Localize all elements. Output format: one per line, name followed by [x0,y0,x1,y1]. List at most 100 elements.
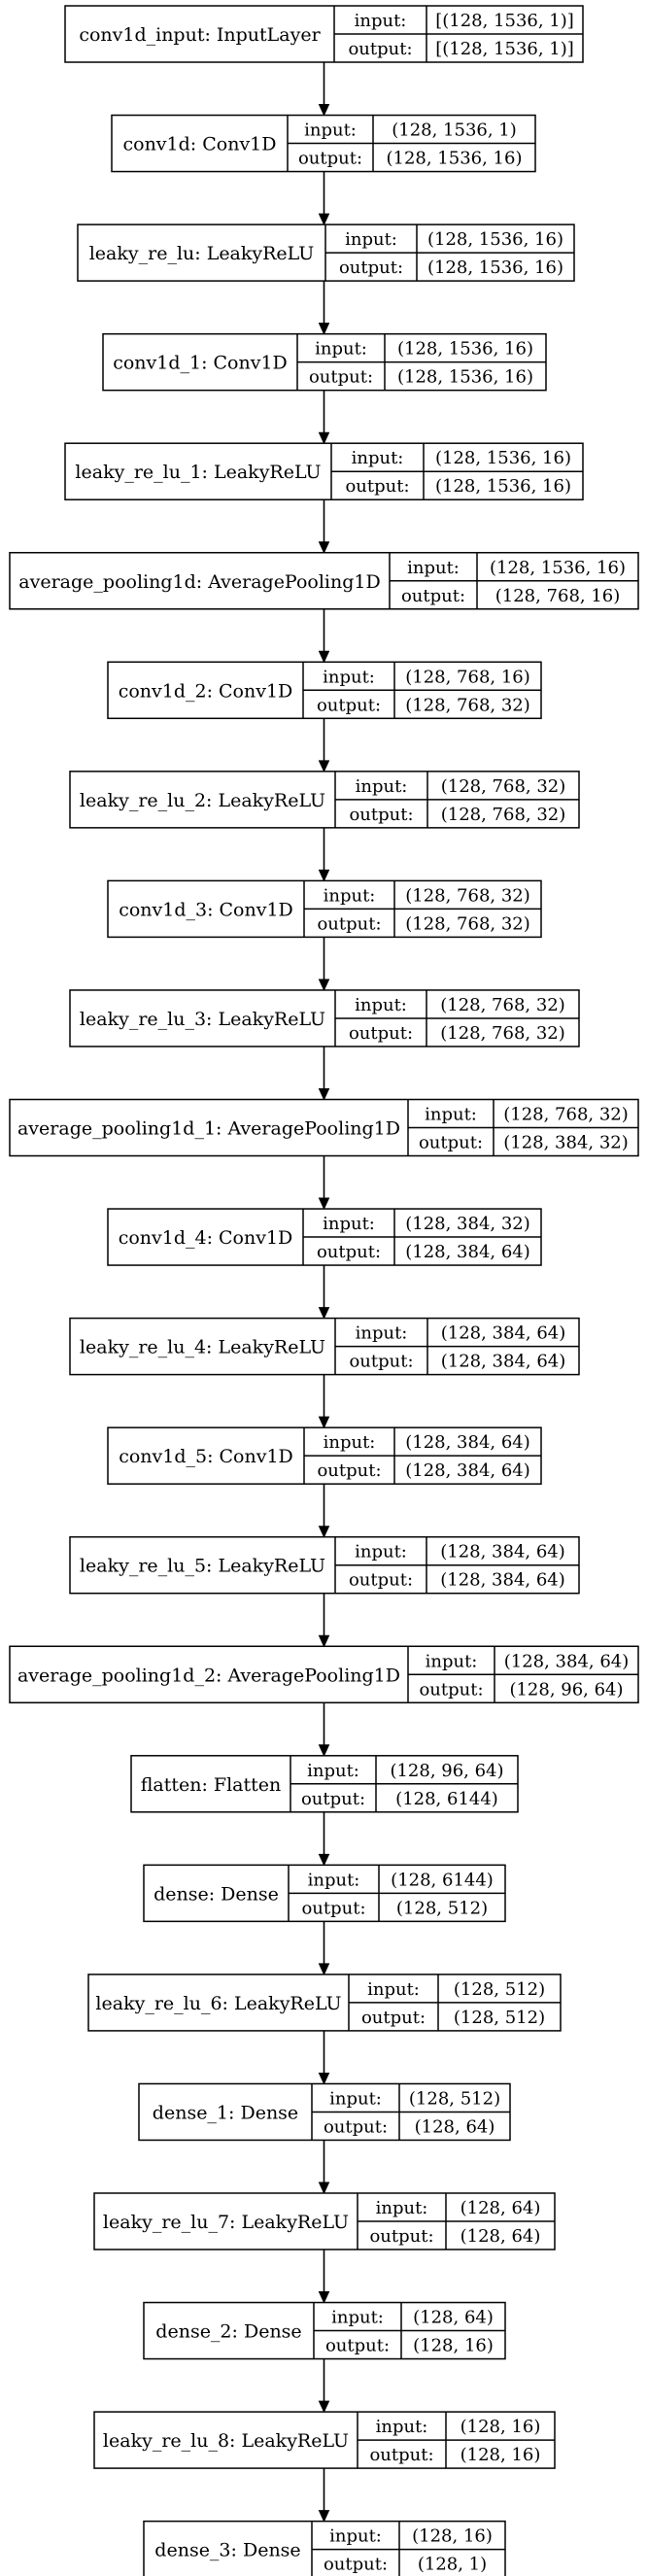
layer-node: leaky_re_lu_2: LeakyReLUinput:output:(12… [69,771,580,829]
output-label: output: [325,2336,390,2356]
layer-node: leaky_re_lu_5: LeakyReLUinput:output:(12… [69,1535,580,1595]
input-shape: (128, 384, 64) [440,1542,565,1563]
input-shape: (128, 1536, 1) [392,120,517,141]
layer-name: conv1d: Conv1D [122,134,276,155]
output-label: output: [298,149,362,169]
connector-arrow [318,1921,330,1976]
output-shape: (128, 384, 64) [405,1460,530,1481]
output-shape: (128, 1536, 16) [386,149,522,169]
input-label: input: [356,1323,408,1344]
input-shape: (128, 96, 64) [390,1761,503,1781]
output-shape: (128, 16) [460,2445,541,2465]
layer-name: leaky_re_lu_7: LeakyReLU [103,2212,349,2233]
output-shape: (128, 16) [413,2336,494,2356]
layer-node: average_pooling1d_2: AveragePooling1Dinp… [9,1645,639,1703]
input-shape: (128, 16) [412,2526,493,2547]
layer-name: leaky_re_lu_4: LeakyReLU [80,1337,325,1358]
connector-arrow [318,1593,330,1648]
input-label: input: [425,1105,477,1125]
output-label: output: [317,913,381,934]
connector-arrow [318,718,330,773]
output-shape: (128, 96, 64) [509,1679,623,1700]
output-shape: (128, 768, 32) [441,805,566,825]
layer-name: leaky_re_lu_3: LeakyReLU [80,1009,325,1030]
input-shape: (128, 1536, 16) [490,558,626,578]
input-label: input: [304,120,357,141]
layer-node: dense_3: Dense input: output: (128, 16) (128… [143,2520,506,2576]
layer-node: leaky_re_lu_4: LeakyReLUinput:output:(12… [69,1317,580,1376]
output-label: output: [349,1570,413,1591]
layer-name: flatten: Flatten [141,1774,282,1796]
input-label: input: [307,1761,359,1781]
layer-name: average_pooling1d_1: AveragePooling1D [17,1118,400,1140]
output-label: output: [317,1242,381,1262]
layer-node: average_pooling1d_1: AveragePooling1D inp… [9,1098,639,1157]
input-label: input: [329,2526,382,2547]
layer-node: average_pooling1d: AveragePooling1Dinput… [9,552,639,610]
input-label: input: [376,2417,428,2437]
output-label: output: [339,258,403,278]
input-shape: (128, 768, 32) [503,1105,629,1125]
connector-arrow [318,1484,330,1538]
layer-name: dense: Dense [153,1883,279,1905]
connector-arrow [318,937,330,992]
layer-name: leaky_re_lu_2: LeakyReLU [80,790,325,811]
output-label: output: [345,476,409,497]
output-label: output: [324,2555,388,2575]
layer-name: leaky_re_lu_1: LeakyReLU [75,462,321,483]
connector-arrow [318,171,330,226]
input-shape: (128, 384, 32) [405,1214,530,1234]
layer-name: conv1d_3: Conv1D [119,899,293,920]
layer-node: leaky_re_lu_1: LeakyReLUinput:output:(12… [64,442,584,500]
output-shape: (128, 768, 16) [495,586,621,606]
input-label: input: [324,885,376,906]
input-label: input: [329,2088,382,2109]
input-label: input: [324,1432,376,1453]
output-shape: (128, 1) [418,2555,487,2575]
input-shape: (128, 384, 64) [405,1432,530,1453]
input-shape: (128, 1536, 16) [435,448,571,468]
output-shape: (128, 512) [454,2008,545,2028]
input-shape: (128, 384, 64) [441,1323,566,1344]
output-label: output: [309,367,373,388]
output-label: output: [349,805,413,825]
input-shape: (128, 768, 32) [440,995,565,1015]
layer-node: leaky_re_lu_3: LeakyReLUinput:output:(12… [69,989,580,1048]
output-label: output: [369,2226,433,2247]
output-label: output: [301,1898,365,1918]
input-shape: (128, 768, 32) [441,776,566,797]
connector-arrow [318,1374,330,1429]
layer-name: conv1d_1: Conv1D [113,353,288,374]
output-shape: (128, 1536, 16) [427,258,563,278]
layer-name: leaky_re_lu: LeakyReLU [89,243,315,264]
output-shape: (128, 384, 32) [503,1133,629,1153]
output-label: output: [401,586,465,606]
input-label: input: [331,2308,384,2328]
connector-arrow [318,62,330,117]
input-label: input: [345,229,397,250]
output-label: output: [361,2008,426,2028]
output-label: output: [369,2445,433,2465]
layer-node: conv1d_input: InputLayerinput:output:[(1… [64,5,584,63]
layer-node: leaky_re_lu_8: LeakyReLUinput:output:(12… [93,2411,556,2469]
layer-name: conv1d_2: Conv1D [119,680,293,702]
output-label: output: [317,695,381,715]
layer-name: leaky_re_lu_5: LeakyReLU [80,1556,325,1577]
output-shape: (128, 1536, 16) [397,367,533,388]
output-label: output: [419,1133,483,1153]
input-shape: (128, 16) [460,2417,541,2437]
layer-name: conv1d_input: InputLayer [79,24,321,46]
input-shape: (128, 1536, 16) [397,339,533,360]
output-shape: (128, 64) [460,2226,541,2247]
layer-name: dense_3: Dense [154,2540,300,2561]
layer-name: leaky_re_lu_6: LeakyReLU [95,1993,341,2014]
